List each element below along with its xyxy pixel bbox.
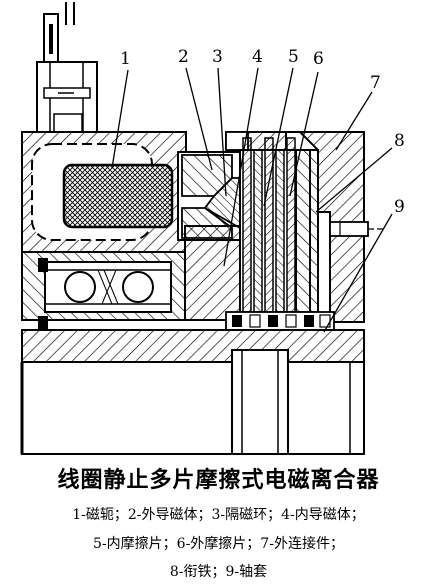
friction-plate [275, 149, 285, 325]
legend-line: 1-磁轭；2-外导磁体；3-隔磁环；4-内导磁体； [72, 507, 365, 523]
armature [295, 149, 319, 313]
callout-9: 9 [394, 197, 405, 217]
legend-line: 5-内摩擦片；6-外摩擦片；7-外连接件； [93, 536, 344, 552]
friction-plate [253, 149, 263, 325]
legend-line: 8-衔铁；9-轴套 [169, 564, 268, 580]
callout-2: 2 [178, 47, 189, 67]
snap-ring [38, 258, 48, 272]
shaft-sleeve [21, 329, 365, 363]
friction-plate [286, 137, 296, 313]
friction-plate [264, 137, 274, 313]
clutch-cross-section-diagram: 1 2 3 4 5 6 7 8 9 [20, 2, 405, 455]
terminal-connector [36, 2, 98, 133]
callout-1: 1 [120, 49, 131, 69]
set-screw [329, 221, 386, 237]
coil-winding [62, 163, 174, 229]
friction-plate [242, 137, 252, 313]
callout-4: 4 [252, 47, 263, 67]
callout-7: 7 [370, 73, 381, 93]
snap-ring [38, 316, 48, 330]
callout-3: 3 [212, 47, 223, 67]
callout-8: 8 [394, 131, 405, 151]
friction-plate-pack [239, 137, 311, 325]
callout-5: 5 [288, 47, 299, 67]
leader-lines [111, 67, 393, 333]
bearing-housing [21, 251, 186, 321]
ball-bearing [64, 269, 154, 305]
callout-labels: 1 2 3 4 5 6 7 8 9 [120, 47, 405, 217]
spline-hub [225, 311, 335, 331]
shaft [20, 349, 365, 455]
figure-title: 线圈静止多片摩擦式电磁离合器 [57, 468, 380, 493]
callout-6: 6 [313, 49, 324, 69]
inner-magnetic-conductor [184, 225, 241, 321]
